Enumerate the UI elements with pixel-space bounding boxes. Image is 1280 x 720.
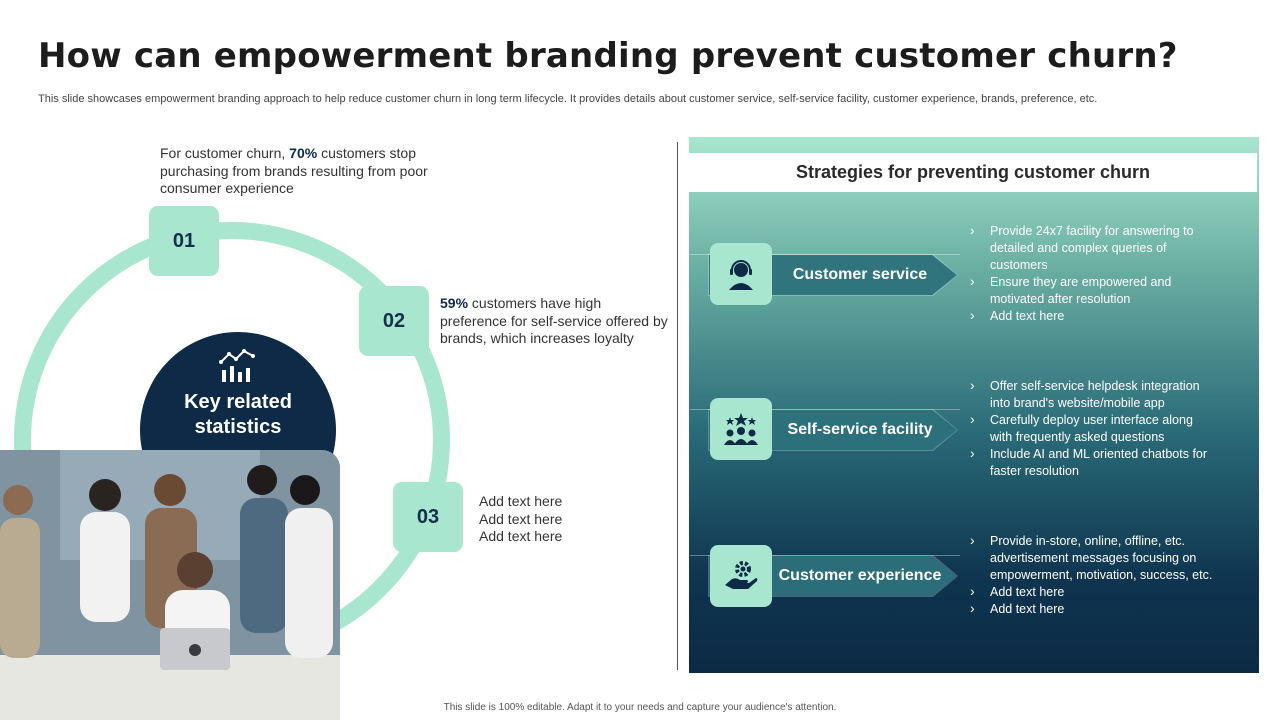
bullet-item: Carefully deploy user interface along wi… [970, 411, 1215, 446]
bullet-item: Offer self-service helpdesk integration … [970, 377, 1215, 412]
hand-gear-glyph [725, 561, 758, 589]
chart-bars-icon [219, 349, 255, 382]
team-photo-illustration [0, 450, 340, 720]
strategy-bullets: Provide in-store, online, offline, etc. … [970, 532, 1240, 618]
bullet-item: Include AI and ML oriented chatbots for … [970, 445, 1215, 480]
bullet-item: Add text here [970, 307, 1200, 325]
stat-text-03: Add text here Add text here Add text her… [479, 493, 659, 546]
bullet-item: Add text here [970, 600, 1240, 618]
row-separator [690, 409, 960, 410]
headset-agent-icon [710, 243, 772, 305]
team-stars-icon [710, 398, 772, 460]
stat-text-01-before: For customer churn, [160, 145, 290, 161]
strategies-header: Strategies for preventing customer churn [689, 153, 1257, 192]
stat-number-03: 03 [393, 482, 463, 552]
stat-number-02: 02 [359, 286, 429, 356]
strategy-label-customer-experience: Customer experience [778, 567, 942, 584]
bullet-item: Ensure they are empowered and motivated … [970, 273, 1200, 308]
stat-text-02-after: customers have high preference for self-… [440, 295, 668, 346]
strategy-label-self-service: Self-service facility [787, 421, 933, 438]
stat-line: Add text here [479, 510, 563, 527]
slide-subtitle: This slide showcases empowerment brandin… [38, 93, 1098, 105]
stat-line: Add text here [479, 528, 563, 544]
team-stars-glyph [724, 413, 758, 445]
strategy-label-customer-service: Customer service [792, 266, 928, 283]
strategy-bullets: Offer self-service helpdesk integration … [970, 377, 1215, 480]
row-separator [690, 254, 960, 255]
bullet-item: Add text here [970, 583, 1240, 601]
key-statistics-text: Key related statistics [184, 391, 292, 438]
headset-agent-glyph [729, 260, 753, 290]
stat-text-01: For customer churn, 70% customers stop p… [160, 145, 460, 198]
hand-gear-icon [710, 545, 772, 607]
key-statistics-label: Key related statistics [140, 390, 336, 440]
stat-highlight-02: 59% [440, 295, 469, 311]
strategy-bullets: Provide 24x7 facility for answering to d… [970, 222, 1200, 325]
stat-highlight-01: 70% [289, 145, 318, 161]
bullet-item: Provide in-store, online, offline, etc. … [970, 532, 1240, 584]
row-separator [690, 555, 960, 556]
bullet-item: Provide 24x7 facility for answering to d… [970, 222, 1200, 274]
stat-text-02: 59% customers have high preference for s… [440, 295, 670, 348]
stat-number-01: 01 [149, 206, 219, 276]
stat-text-01-after: customers stop purchasing from brands re… [160, 145, 428, 196]
team-photo [0, 450, 340, 720]
slide-footer: This slide is 100% editable. Adapt it to… [443, 702, 837, 713]
stat-line: Add text here [479, 493, 563, 509]
divider-line [677, 142, 678, 670]
slide-title: How can empowerment branding prevent cus… [38, 36, 1178, 76]
